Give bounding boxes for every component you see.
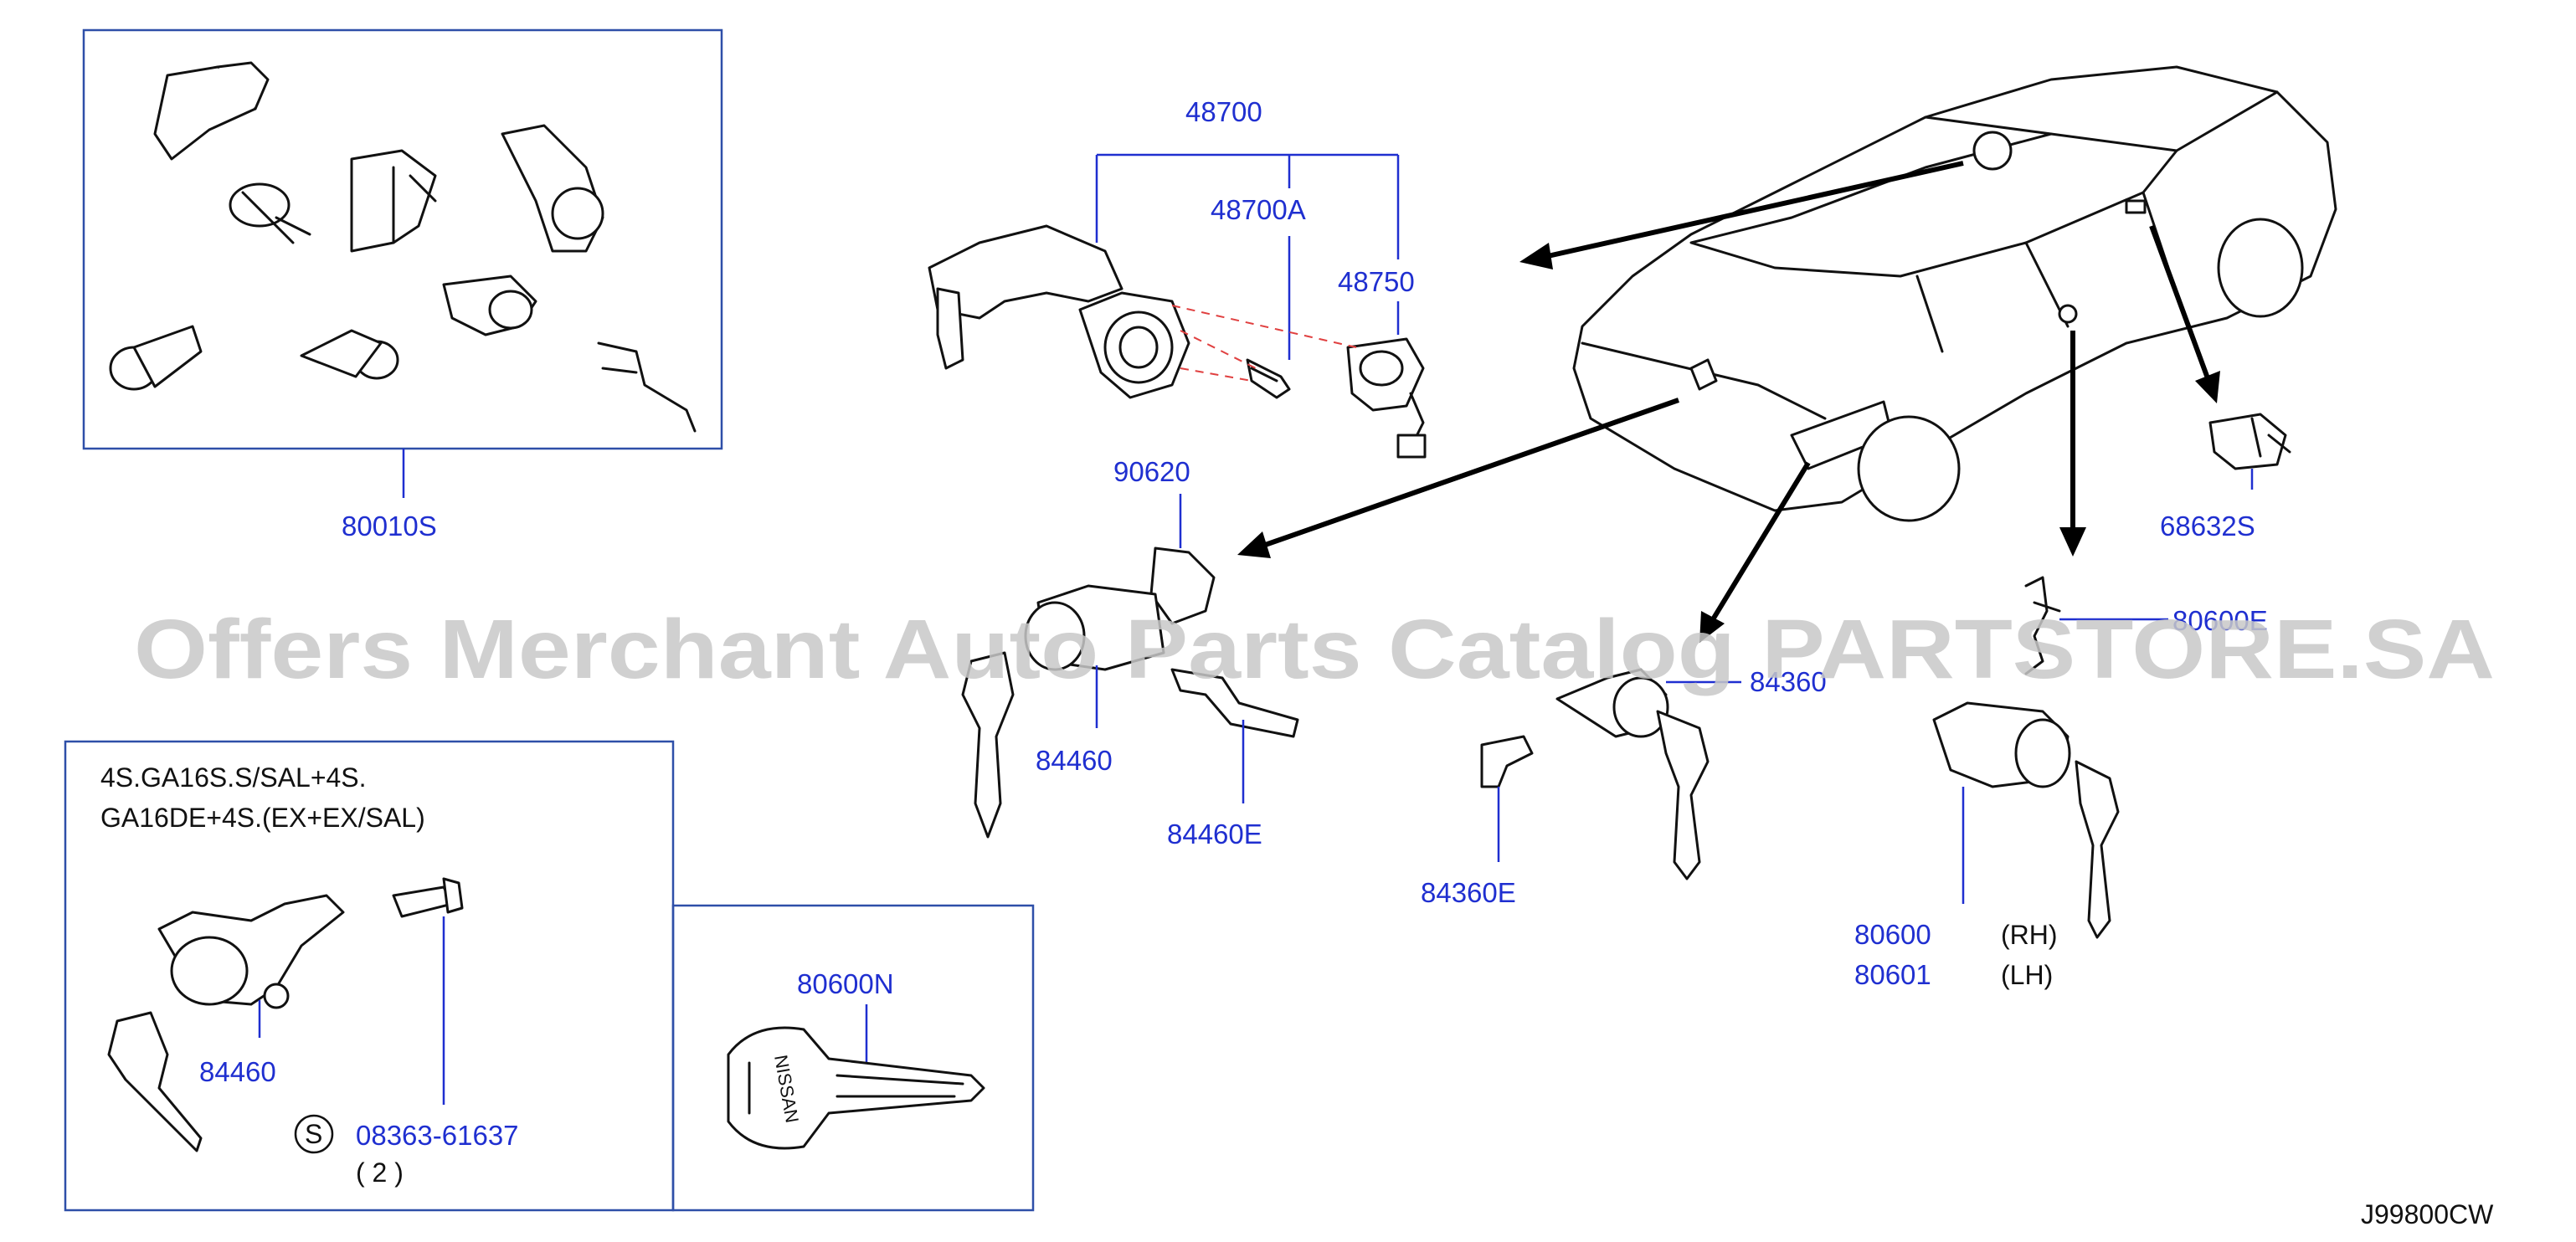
- kit-cylinder-illustration-1: [229, 182, 311, 244]
- door-lock-rod-80600e-illustration: [2024, 576, 2061, 675]
- label-lh: (LH): [2001, 960, 2053, 990]
- kit-80010s-box: [82, 28, 723, 450]
- door-lock-cylinder-80600-illustration: [1932, 701, 2120, 939]
- kit-cylinder-illustration-4: [300, 329, 399, 380]
- label-quantity: ( 2 ): [356, 1157, 404, 1188]
- kit-glovebox-lock-illustration: [153, 61, 270, 161]
- ignition-switch-group: 48700 48700A 48750: [928, 96, 1427, 459]
- door-lock-84360-illustration: [1480, 668, 1710, 880]
- label-84460-inset: 84460: [199, 1056, 276, 1087]
- label-80600n: 80600N: [797, 968, 894, 999]
- label-84360: 84360: [1750, 666, 1827, 697]
- car-body-illustration: [1572, 65, 2337, 522]
- variant-inset-box: 4S.GA16S.S/SAL+4S. GA16DE+4S.(EX+EX/SAL)…: [64, 740, 675, 1212]
- label-48750: 48750: [1338, 266, 1415, 297]
- fuel-lid-opener-illustration: [2208, 413, 2291, 470]
- inset-trunk-lock-illustration: [107, 894, 345, 1152]
- kit-ignition-illustration: [501, 124, 604, 253]
- label-80600: 80600: [1854, 919, 1931, 950]
- label-68632s: 68632S: [2160, 511, 2255, 541]
- pointer-arrows: [1237, 161, 2220, 643]
- label-rh: (RH): [2001, 920, 2058, 950]
- variant-note-line2: GA16DE+4S.(EX+EX/SAL): [100, 803, 425, 833]
- kit-cylinder-illustration-2: [442, 275, 537, 336]
- label-80010s: 80010S: [342, 511, 437, 541]
- key-inset-box: 80600N NISSAN: [671, 904, 1035, 1212]
- label-90620: 90620: [1113, 456, 1190, 487]
- kit-cylinder-illustration-3: [109, 325, 203, 391]
- kit-bracket-illustration: [350, 149, 437, 253]
- diagram-code: J99800CW: [2361, 1199, 2494, 1229]
- inset-screw-illustration: [392, 877, 464, 918]
- s-marker: S: [305, 1119, 322, 1149]
- label-80600e: 80600E: [2172, 605, 2268, 636]
- label-80601: 80601: [1854, 959, 1931, 990]
- label-48700: 48700: [1185, 96, 1262, 127]
- label-84360e: 84360E: [1421, 877, 1516, 908]
- label-08363-61637: 08363-61637: [356, 1120, 519, 1151]
- trunk-lock-illustration: [961, 547, 1299, 839]
- ignition-lock-illustration: [928, 224, 1190, 399]
- label-84460: 84460: [1036, 745, 1113, 776]
- label-84460e: 84460E: [1167, 819, 1262, 849]
- watermark-text: Offers Merchant Auto Parts Catalog PARTS…: [134, 603, 2495, 696]
- label-48700a: 48700A: [1211, 194, 1306, 225]
- ignition-switch-48750-illustration: [1346, 337, 1427, 459]
- kit-rod-illustration: [597, 341, 697, 433]
- variant-note-line1: 4S.GA16S.S/SAL+4S.: [100, 762, 367, 793]
- screw-48700a-illustration: [1246, 358, 1291, 399]
- blank-key-illustration: NISSAN: [727, 1026, 985, 1150]
